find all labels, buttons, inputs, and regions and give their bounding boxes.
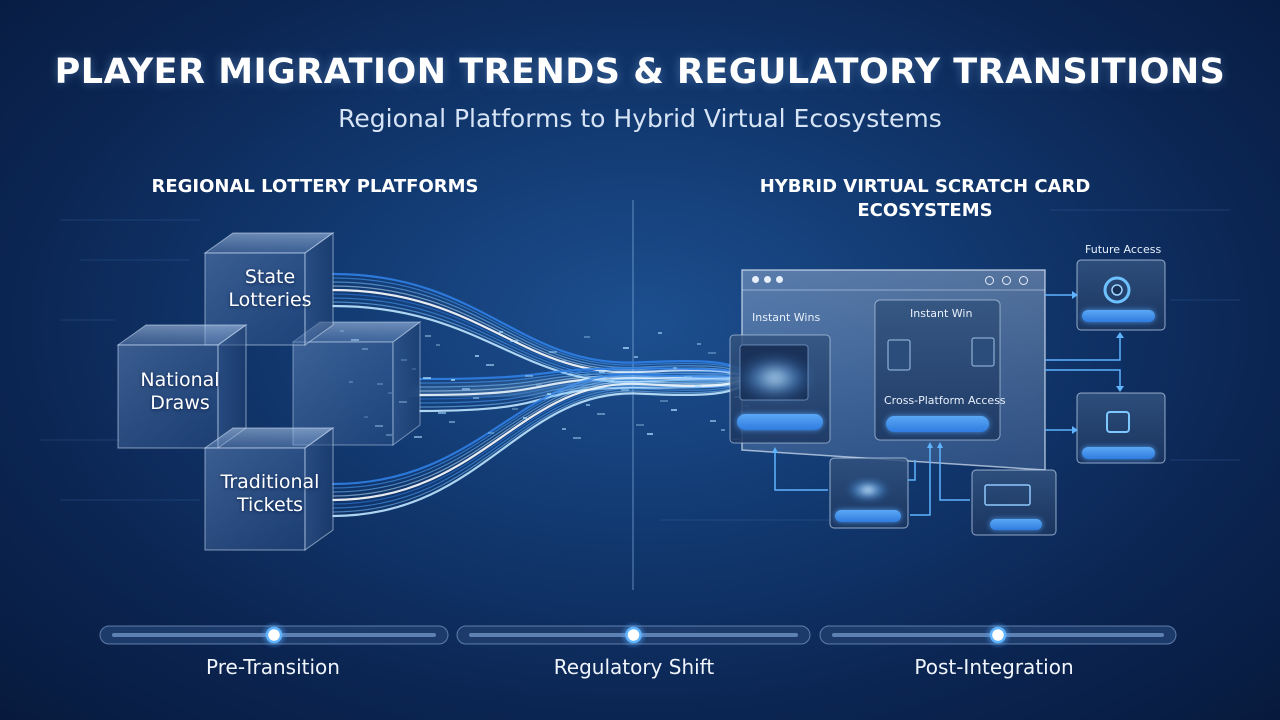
- timeline-node-1[interactable]: [625, 626, 642, 644]
- cube-label-state-lotteries: State Lotteries: [228, 266, 312, 311]
- stream-particle-54: [658, 332, 662, 334]
- stream-particle-41: [597, 413, 605, 415]
- stream-particle-8: [636, 424, 644, 426]
- stream-particle-39: [523, 417, 527, 419]
- stream-particle-44: [708, 352, 716, 354]
- stream-particle-32: [684, 376, 692, 378]
- stream-particle-9: [673, 367, 677, 369]
- stream-particle-3: [451, 379, 455, 381]
- timeline-label-post-integration: Post-Integration: [914, 655, 1074, 679]
- window-dot-2: [764, 276, 771, 283]
- stream-particle-17: [549, 351, 557, 353]
- instant-wins-label: Instant Wins: [752, 311, 821, 324]
- window-control-1: [985, 276, 994, 285]
- stream-particle-38: [486, 364, 494, 366]
- cross-platform-label: Cross-Platform Access: [884, 394, 1006, 407]
- stream-particle-51: [547, 393, 551, 395]
- instant-win-label: Instant Win: [910, 307, 973, 320]
- stream-particle-15: [475, 355, 479, 357]
- stream-particle-21: [697, 343, 701, 345]
- stream-particle-50: [510, 340, 518, 342]
- timeline-node-2[interactable]: [989, 626, 1007, 644]
- cube-label-national-draws: National Draws: [140, 369, 220, 414]
- background-circuit-lines: [40, 209, 1240, 521]
- side-panel-secure: [1076, 392, 1166, 464]
- future-access-label: Future Access: [1085, 243, 1162, 256]
- stream-particle-55: [695, 385, 701, 387]
- cube-state-lotteries: [203, 232, 335, 346]
- stream-particle-33: [721, 429, 725, 431]
- stream-particle-40: [560, 360, 566, 362]
- cube-national-back: [291, 321, 422, 446]
- ecosystem-connectors: [772, 291, 1124, 516]
- page-title: PLAYER MIGRATION TRENDS & REGULATORY TRA…: [54, 52, 1226, 92]
- stream-particle-19: [623, 347, 629, 349]
- stream-particle-29: [573, 437, 581, 439]
- stream-particle-10: [710, 420, 716, 422]
- cross-platform-button[interactable]: [886, 416, 989, 432]
- stream-particle-30: [610, 380, 614, 382]
- stream-particle-14: [438, 412, 446, 414]
- secure-panel-button[interactable]: [1082, 447, 1155, 459]
- bottom-right-panel-button[interactable]: [990, 519, 1042, 530]
- right-section-label-line2: ECOSYSTEMS: [857, 200, 993, 221]
- stream-particle-18: [586, 404, 590, 406]
- window-dot-3: [776, 276, 783, 283]
- left-section-label: REGIONAL LOTTERY PLATFORMS: [151, 176, 479, 197]
- stream-particle-52: [584, 336, 590, 338]
- stream-particle-4: [488, 432, 494, 434]
- timeline-node-0[interactable]: [265, 626, 283, 644]
- stream-particle-43: [671, 409, 677, 411]
- right-section-label-line1: HYBRID VIRTUAL SCRATCH CARD: [759, 176, 1091, 197]
- stream-particle-49: [473, 397, 479, 399]
- timeline-track: [99, 621, 1177, 649]
- page-subtitle: Regional Platforms to Hybrid Virtual Eco…: [338, 104, 942, 133]
- window-dot-1: [752, 276, 759, 283]
- side-panel-bottom-right: [971, 469, 1057, 536]
- stream-particle-53: [621, 389, 629, 391]
- timeline-label-regulatory-shift: Regulatory Shift: [553, 655, 715, 679]
- stream-particle-37: [449, 421, 455, 423]
- window-control-2: [1002, 276, 1011, 285]
- instant-wins-button[interactable]: [737, 414, 823, 430]
- bottom-center-panel-button[interactable]: [835, 510, 901, 522]
- stream-particle-20: [660, 400, 668, 402]
- stream-particle-2: [414, 436, 422, 438]
- right-section-label: HYBRID VIRTUAL SCRATCH CARD ECOSYSTEMS: [700, 175, 1150, 223]
- stream-particle-16: [512, 408, 518, 410]
- stream-particle-25: [425, 335, 431, 337]
- stream-particle-7: [599, 371, 605, 373]
- cube-label-traditional-tickets: Traditional Tickets: [220, 471, 320, 516]
- stream-particle-26: [462, 388, 470, 390]
- cube-traditional-tickets: [203, 427, 335, 551]
- stream-particle-6: [562, 428, 566, 430]
- stream-particle-59: [423, 377, 431, 379]
- stream-particle-5: [525, 375, 533, 377]
- window-control-3: [1019, 276, 1028, 285]
- cube-national-draws: [116, 324, 248, 449]
- stream-particle-42: [634, 356, 638, 358]
- timeline-label-pre-transition: Pre-Transition: [206, 655, 340, 679]
- stream-particle-27: [499, 331, 503, 333]
- stream-particle-48: [436, 344, 440, 346]
- future-access-button[interactable]: [1082, 310, 1155, 322]
- stream-particle-28: [536, 384, 542, 386]
- stream-particle-31: [647, 433, 653, 435]
